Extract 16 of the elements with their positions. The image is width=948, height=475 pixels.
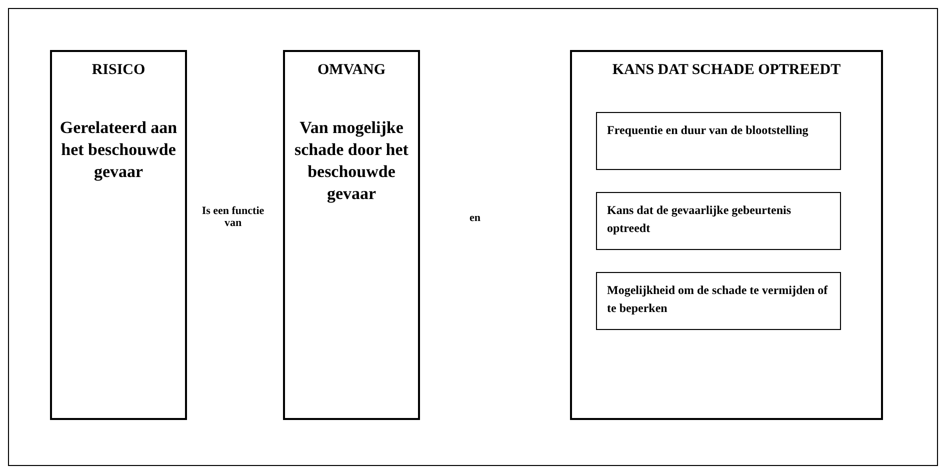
connecting-text: Is een functie van (200, 205, 266, 229)
box-heading: Mogelijkheid om de schade te vermijden of te beperken (607, 282, 829, 317)
box-text: Gerelateerd aan het beschouwde gevaar (58, 117, 178, 184)
box-heading: Kans dat de gevaarlijke gebeurtenis optreedt (607, 202, 792, 237)
text-box (596, 272, 841, 330)
text-box (570, 50, 883, 420)
box-text: Van mogelijke schade door het beschouwde gevaar (294, 117, 410, 206)
text-box (283, 50, 420, 420)
connecting-text: en (468, 212, 482, 224)
text-box (596, 112, 841, 170)
text-box (50, 50, 187, 420)
box-heading: OMVANG (316, 62, 387, 79)
box-heading: RISICO (90, 62, 146, 79)
box-heading: Frequentie en duur van de blootstelling (607, 122, 810, 139)
box-heading: KANS DAT SCHADE OPTREEDT (611, 62, 842, 79)
text-box (596, 192, 841, 250)
